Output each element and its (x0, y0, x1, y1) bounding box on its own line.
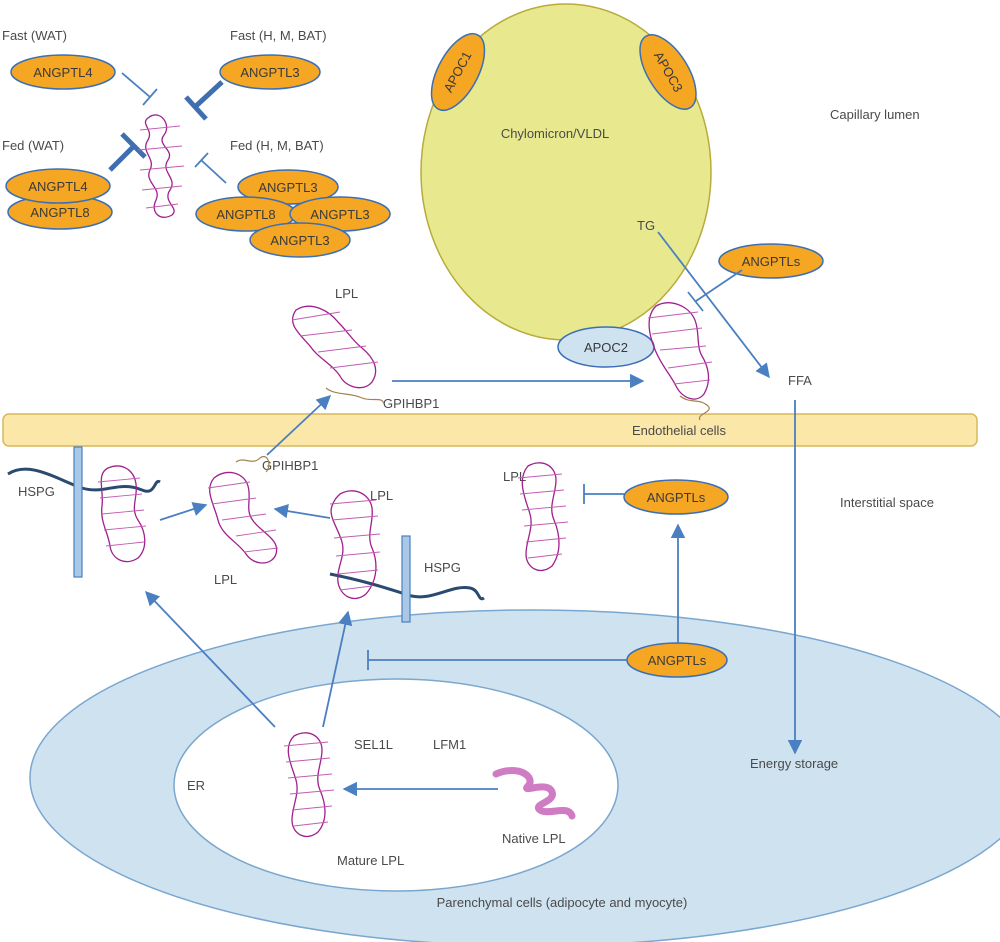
native-lpl-label: Native LPL (502, 831, 566, 846)
angptl3-fed-right: ANGPTL3 (310, 207, 369, 222)
angptl-oval: ANGPTL3 (289, 196, 391, 232)
hspg-left-label: HSPG (18, 484, 55, 499)
lpl-protein-top-left (137, 114, 185, 218)
apoc1-oval (430, 32, 486, 112)
angptls-oval: ANGPTLs (718, 243, 824, 279)
transport-arrows (145, 231, 803, 797)
fed-wat-label: Fed (WAT) (2, 138, 64, 153)
capillary-lumen-label: Capillary lumen (830, 107, 920, 122)
fast-hmbat-label: Fast (H, M, BAT) (230, 28, 327, 43)
apoc3-oval (639, 34, 697, 110)
angptls-parenchymal: ANGPTLs (648, 653, 707, 668)
inhibition-lines (108, 72, 743, 670)
angptl4-fast-wat: ANGPTL4 (33, 65, 92, 80)
angptl4-fed-wat: ANGPTL4 (28, 179, 87, 194)
angptl3-fed-bottom: ANGPTL3 (270, 233, 329, 248)
endothelial-label: Endothelial cells (632, 423, 726, 438)
apoc2-label: APOC2 (584, 340, 628, 355)
angptl3-fast-hmbat: ANGPTL3 (240, 65, 299, 80)
hspg-right (329, 535, 485, 623)
lpl-top-label: LPL (335, 286, 358, 301)
tg-label: TG (637, 218, 655, 233)
angptls-oval: ANGPTLs (626, 642, 728, 678)
angptl-oval: ANGPTL3 (237, 169, 339, 205)
lpl-protein-inhibited (517, 462, 569, 571)
hspg-right-label: HSPG (424, 560, 461, 575)
sel1l-label: SEL1L (354, 737, 393, 752)
angptl8-fed-hmbat: ANGPTL8 (216, 207, 275, 222)
angptl-oval: ANGPTL4 (5, 168, 111, 204)
lpl-protein-mature (283, 732, 335, 837)
angptls-capillary: ANGPTLs (742, 254, 801, 269)
angptls-interstitial: ANGPTLs (647, 490, 706, 505)
angptls-oval: ANGPTLs (623, 479, 729, 515)
lpl-mid-label: LPL (370, 488, 393, 503)
angptl3-fed-top: ANGPTL3 (258, 180, 317, 195)
lpl-protein-hspg-left (97, 465, 147, 563)
fed-hmbat-label: Fed (H, M, BAT) (230, 138, 324, 153)
angptl-oval: ANGPTL8 (7, 194, 113, 230)
lfm1-label: LFM1 (433, 737, 466, 752)
native-lpl-strand (492, 767, 576, 820)
mature-lpl-label: Mature LPL (337, 853, 404, 868)
gpihbp1-mid-label: GPIHBP1 (262, 458, 318, 473)
hspg-left (7, 446, 161, 578)
er-label: ER (187, 778, 205, 793)
energy-storage-label: Energy storage (750, 756, 838, 771)
chylomicron-label: Chylomicron/VLDL (501, 126, 609, 141)
angptl-oval: ANGPTL3 (249, 222, 351, 258)
lpl-mid-left-label: LPL (214, 572, 237, 587)
lpl-right-label: LPL (503, 469, 526, 484)
fast-wat-label: Fast (WAT) (2, 28, 67, 43)
gpihbp1-top-label: GPIHBP1 (383, 396, 439, 411)
apoc2-oval: APOC2 (557, 326, 655, 368)
parenchymal-label: Parenchymal cells (adipocyte and myocyte… (437, 895, 688, 910)
angptl-oval: ANGPTL4 (10, 54, 116, 90)
angptl-oval: ANGPTL3 (219, 54, 321, 90)
interstitial-label: Interstitial space (840, 495, 934, 510)
angptl8-fed-wat: ANGPTL8 (30, 205, 89, 220)
lpl-protein-top-center (291, 305, 385, 405)
endoplasmic-reticulum (173, 678, 619, 892)
ffa-label: FFA (788, 373, 812, 388)
lpl-protein-gpihbp1-mid (207, 456, 279, 564)
lpl-protein-mid (329, 490, 381, 599)
lpl-protein-capillary (647, 302, 713, 421)
endothelial-cell-layer (2, 413, 978, 447)
